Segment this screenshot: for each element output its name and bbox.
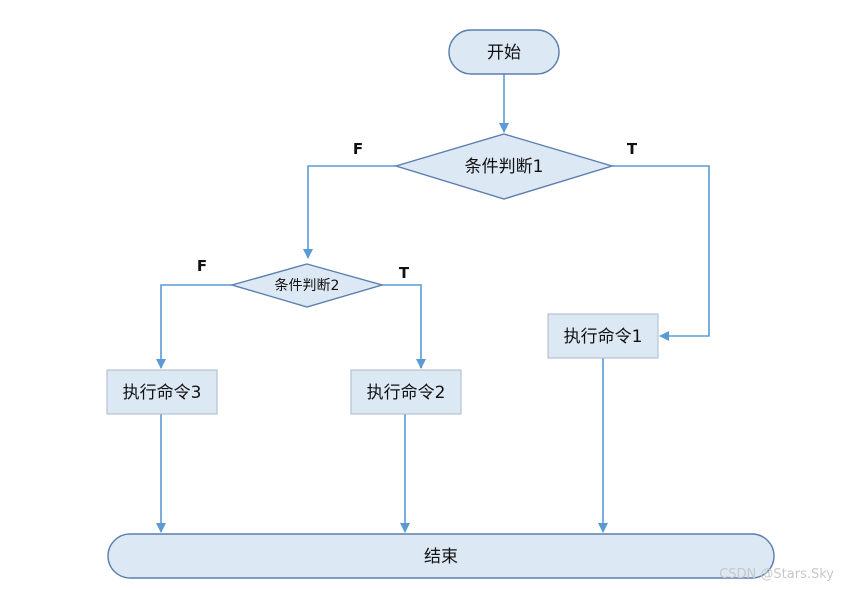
cmd2-node: 执行命令2 (350, 369, 462, 415)
decision1-node: 条件判断1 (393, 133, 615, 200)
start-label: 开始 (487, 43, 521, 63)
arrow-decision1-true (612, 165, 710, 341)
arrow-decision2-true (382, 284, 426, 369)
arrow-decision2-false (156, 284, 232, 369)
decision2-label: 条件判断2 (275, 277, 340, 294)
decision2-node: 条件判断2 (229, 263, 385, 308)
start-node: 开始 (448, 29, 560, 75)
connectors (156, 74, 710, 533)
decision1-label: 条件判断1 (465, 157, 544, 177)
end-node: 结束 (107, 533, 775, 579)
end-label: 结束 (424, 547, 458, 567)
edge-label-d2-true: T (399, 264, 410, 282)
cmd1-node: 执行命令1 (547, 313, 659, 359)
edge-label-d1-true: T (627, 140, 638, 158)
cmd3-node: 执行命令3 (106, 369, 218, 415)
watermark-text: CSDN @Stars.Sky (719, 567, 834, 582)
edge-label-d1-false: F (353, 140, 363, 158)
edge-label-d2-false: F (197, 257, 207, 275)
cmd3-label: 执行命令3 (123, 383, 202, 403)
cmd1-label: 执行命令1 (564, 327, 643, 347)
cmd2-label: 执行命令2 (367, 383, 446, 403)
arrow-decision1-false (303, 165, 396, 259)
